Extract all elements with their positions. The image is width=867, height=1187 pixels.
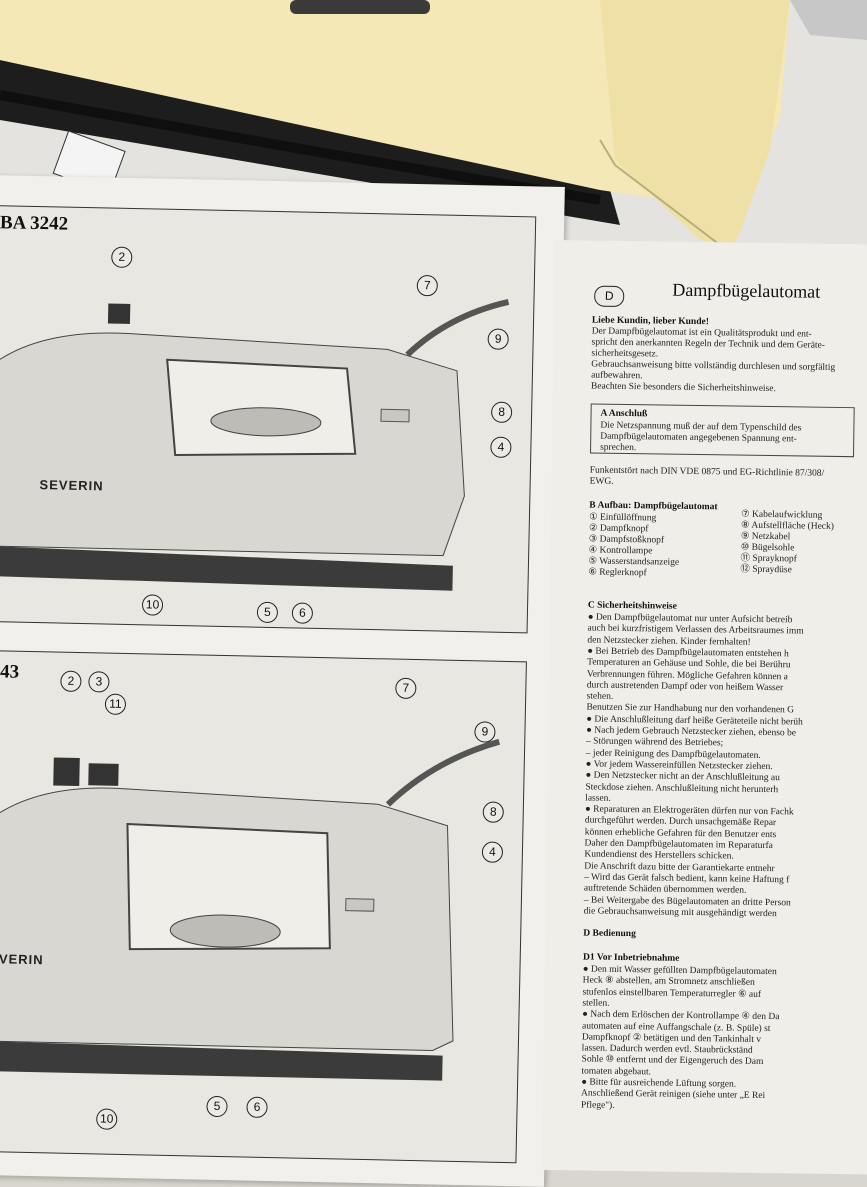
part-item: ④ Kontrollampe — [588, 545, 653, 557]
intro-line: Beachten Sie besonders die Sicherheitshi… — [590, 381, 776, 395]
brand-logo: SEVERIN — [0, 950, 44, 968]
section-d1-heading: D1 Vor Inbetriebnahme — [582, 952, 680, 964]
manual-left-page: BA 3242 SEVERIN 2 7 9 8 4 10 5 6 243 — [0, 175, 565, 1187]
body-line: durch austretenden Dampf oder von heißem… — [586, 680, 784, 694]
part-item: ⑩ Bügelsohle — [740, 542, 795, 554]
steam-iron-photo — [0, 0, 867, 250]
intro-line: sicherheitsgesetz. — [591, 348, 659, 360]
greeting: Liebe Kundin, lieber Kunde! — [591, 315, 709, 328]
callout-7: 7 — [395, 677, 417, 700]
part-item: ① Einfüllöffnung — [589, 512, 657, 524]
body-line: lassen. — [585, 793, 611, 804]
intro-line: aufbewahren. — [591, 370, 643, 382]
callout-10: 10 — [96, 1108, 118, 1130]
part-item: ② Dampfknopf — [588, 523, 649, 535]
section-d-heading: D Bedienung — [583, 928, 636, 940]
brand-logo: SEVERIN — [39, 477, 104, 494]
language-badge: D — [594, 285, 625, 307]
page-title: Dampfbügelautomat — [672, 279, 821, 302]
model-label: BA 3242 — [0, 212, 69, 235]
body-line: Steckdose ziehen. Anschlußleitung nicht … — [585, 781, 779, 795]
callout-3: 3 — [88, 671, 110, 693]
section-a-heading: A Anschluß — [600, 408, 648, 420]
section-b-heading: B Aufbau: Dampfbügelautomat — [589, 500, 718, 513]
figure-panel-bottom: 243 SEVERIN 2 3 11 7 9 8 4 10 5 6 — [0, 649, 527, 1164]
part-item: ⑨ Netzkabel — [740, 531, 791, 543]
callout-2: 2 — [60, 670, 82, 693]
body-line: stellen. — [582, 998, 610, 1009]
body-line: tomaten abgebaut. — [581, 1066, 652, 1078]
iron-line-drawing — [0, 738, 501, 1081]
body-line: die Gebrauchsanweisung mit ausgehändigt … — [583, 906, 777, 919]
iron-line-drawing — [0, 298, 510, 591]
part-item: ⑪ Sprayknopf — [740, 553, 797, 565]
section-a-line: sprechen. — [600, 442, 637, 454]
section-c-heading: C Sicherheitshinweise — [587, 600, 677, 612]
body-line: stehen. — [586, 691, 614, 702]
part-item: ⑫ Spraydüse — [740, 564, 792, 576]
funk-line: Funkentstört nach DIN VDE 0875 und EG-Ri… — [589, 465, 825, 479]
body-line: Pflege"). — [580, 1100, 615, 1111]
part-item: ⑥ Reglerknopf — [588, 567, 647, 579]
funk-line: EWG. — [589, 476, 614, 487]
callout-11: 11 — [104, 693, 127, 715]
figure-panel-top: BA 3242 SEVERIN 2 7 9 8 4 10 5 6 — [0, 204, 537, 634]
model-label: 243 — [0, 661, 20, 683]
manual-right-page: D Dampfbügelautomat Liebe Kundin, lieber… — [542, 240, 867, 1175]
